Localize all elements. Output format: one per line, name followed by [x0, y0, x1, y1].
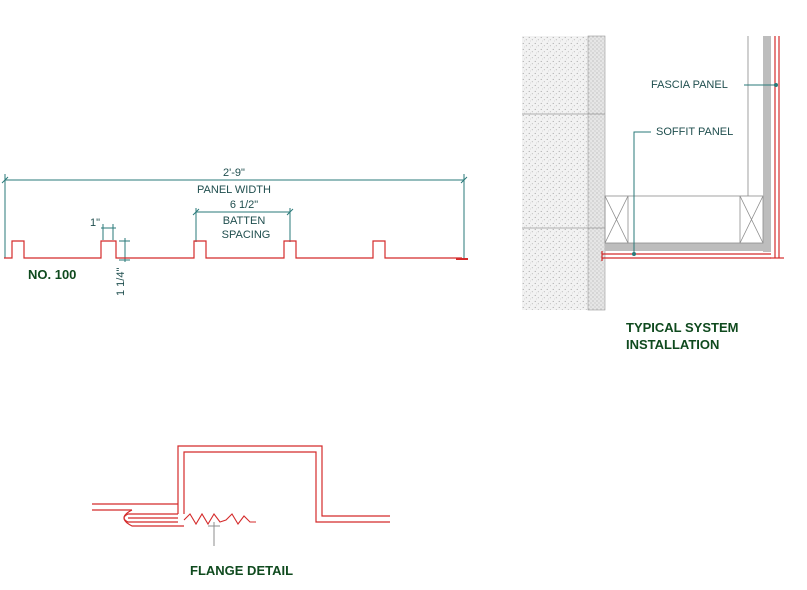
batten-spacing-dimension: [192, 208, 294, 242]
rib-height-value: 1 1/4": [115, 268, 127, 296]
installation-detail: FASCIA PANEL SOFFIT PANEL TYPICAL SYSTEM…: [522, 35, 784, 352]
blocking: [604, 195, 764, 244]
soffit-label: SOFFIT PANEL: [656, 126, 733, 138]
overall-width-caption: PANEL WIDTH: [197, 184, 271, 196]
overall-width-value: 2'-9": [223, 167, 245, 179]
panel-profile: 2'-9" PANEL WIDTH 6 1/2" BATTEN SPACING …: [1, 167, 468, 296]
rib-width-value: 1": [90, 217, 100, 229]
fascia-label: FASCIA PANEL: [651, 79, 728, 91]
flange-title: FLANGE DETAIL: [190, 563, 293, 578]
batten-caption-line1: BATTEN: [223, 215, 266, 227]
model-label: NO. 100: [28, 267, 76, 282]
rib-width-dimension: [101, 224, 116, 240]
soffit-panel: [601, 251, 771, 261]
flange-rib: [92, 445, 390, 527]
flange-detail: FLANGE DETAIL: [92, 445, 390, 578]
fascia-framing: [763, 36, 771, 252]
flange-sealant: [183, 512, 256, 526]
panel-profile-line: [4, 240, 462, 259]
batten-caption-line2: SPACING: [222, 229, 271, 241]
soffit-leader: [633, 131, 651, 254]
fascia-panel: [770, 36, 784, 259]
installation-title-line1: TYPICAL SYSTEM: [626, 320, 738, 335]
masonry-wall: [522, 36, 588, 310]
wall-sheathing: [587, 35, 606, 311]
overall-width-dimension: [1, 174, 468, 258]
batten-spacing-value: 6 1/2": [230, 199, 258, 211]
soffit-framing: [605, 243, 771, 251]
installation-title-line2: INSTALLATION: [626, 337, 719, 352]
